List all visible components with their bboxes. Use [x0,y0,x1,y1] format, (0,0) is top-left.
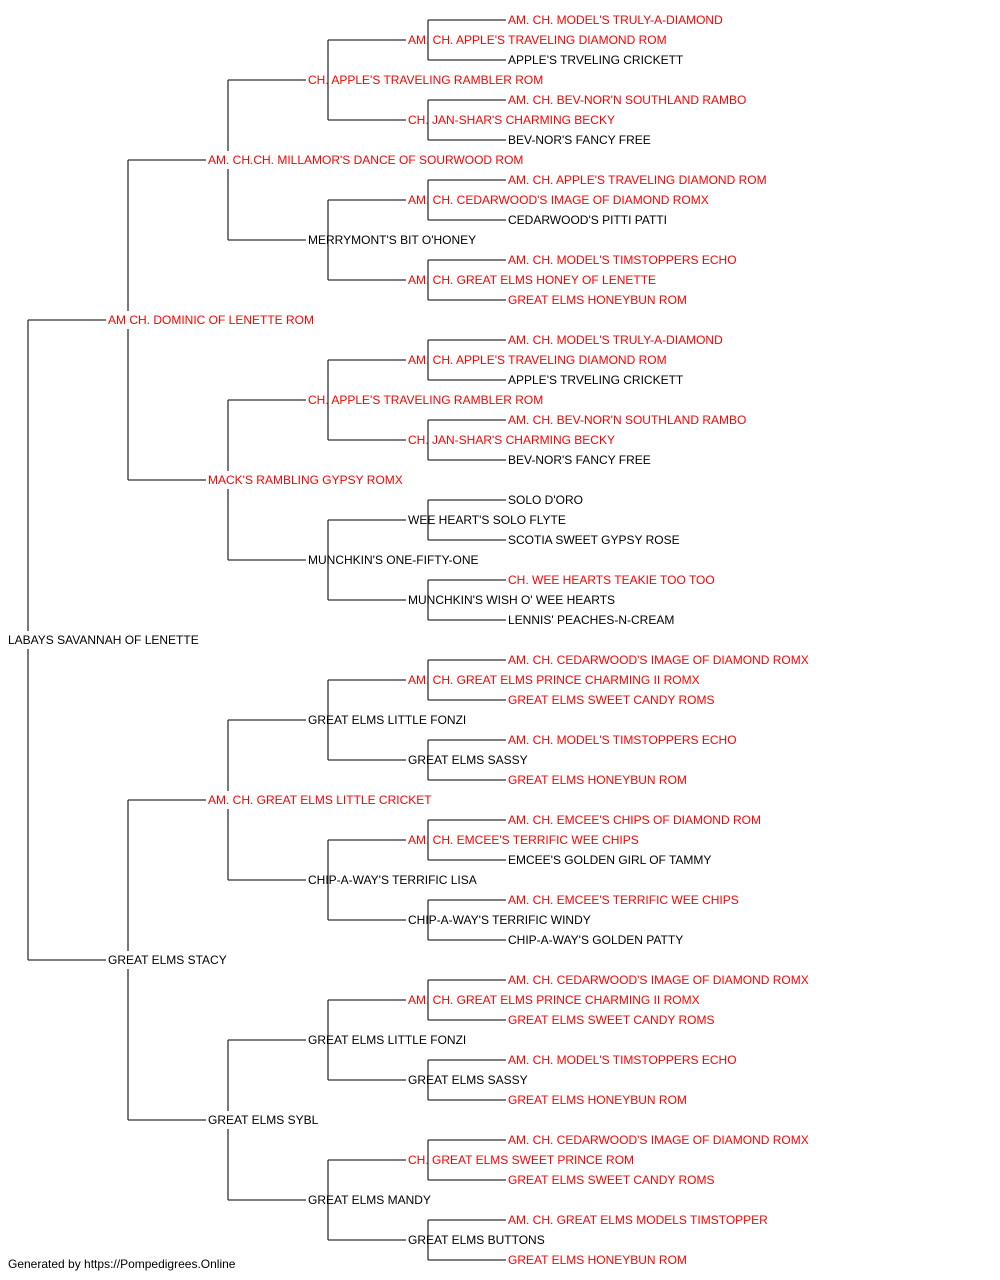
great-great-grandparent-name: AM. CH. GREAT ELMS PRINCE CHARMING II RO… [408,993,700,1007]
undefined-name: BEV-NOR'S FANCY FREE [508,133,651,147]
subject-name: LABAYS SAVANNAH OF LENETTE [8,633,199,647]
great-great-grandparent-name: CHIP-A-WAY'S TERRIFIC WINDY [408,913,591,927]
undefined-name: AM. CH. MODEL'S TRULY-A-DIAMOND [508,333,723,347]
footer-credit: Generated by https://Pompedigrees.Online [8,1257,236,1271]
undefined-name: EMCEE'S GOLDEN GIRL OF TAMMY [508,853,711,867]
great-great-grandparent-name: AM. CH. EMCEE'S TERRIFIC WEE CHIPS [408,833,639,847]
parent-name: AM CH. DOMINIC OF LENETTE ROM [108,313,314,327]
great-great-grandparent-name: WEE HEART'S SOLO FLYTE [408,513,566,527]
undefined-name: BEV-NOR'S FANCY FREE [508,453,651,467]
undefined-name: AM. CH. CEDARWOOD'S IMAGE OF DIAMOND ROM… [508,973,809,987]
undefined-name: GREAT ELMS HONEYBUN ROM [508,1253,687,1267]
great-great-grandparent-name: CH. JAN-SHAR'S CHARMING BECKY [408,113,615,127]
great-great-grandparent-name: MUNCHKIN'S WISH O' WEE HEARTS [408,593,615,607]
great-great-grandparent-name: AM. CH. GREAT ELMS HONEY OF LENETTE [408,273,656,287]
undefined-name: APPLE'S TRVELING CRICKETT [508,53,684,67]
undefined-name: APPLE'S TRVELING CRICKETT [508,373,684,387]
undefined-name: CEDARWOOD'S PITTI PATTI [508,213,667,227]
great-great-grandparent-name: CH. JAN-SHAR'S CHARMING BECKY [408,433,615,447]
undefined-name: AM. CH. MODEL'S TRULY-A-DIAMOND [508,13,723,27]
grandparent-name: AM. CH. GREAT ELMS LITTLE CRICKET [208,793,432,807]
undefined-name: AM. CH. EMCEE'S TERRIFIC WEE CHIPS [508,893,739,907]
great-great-grandparent-name: AM. CH. GREAT ELMS PRINCE CHARMING II RO… [408,673,700,687]
undefined-name: AM. CH. MODEL'S TIMSTOPPERS ECHO [508,253,737,267]
undefined-name: AM. CH. BEV-NOR'N SOUTHLAND RAMBO [508,413,746,427]
undefined-name: AM. CH. APPLE'S TRAVELING DIAMOND ROM [508,173,767,187]
great-grandparent-name: CH. APPLE'S TRAVELING RAMBLER ROM [308,73,543,87]
undefined-name: AM. CH. BEV-NOR'N SOUTHLAND RAMBO [508,93,746,107]
grandparent-name: GREAT ELMS SYBL [208,1113,319,1127]
great-grandparent-name: GREAT ELMS LITTLE FONZI [308,713,466,727]
great-great-grandparent-name: GREAT ELMS SASSY [408,1073,528,1087]
great-grandparent-name: CHIP-A-WAY'S TERRIFIC LISA [308,873,477,887]
undefined-name: GREAT ELMS HONEYBUN ROM [508,293,687,307]
pedigree-labels: LABAYS SAVANNAH OF LENETTE AM CH. DOMINIC… [8,13,809,1267]
undefined-name: SCOTIA SWEET GYPSY ROSE [508,533,680,547]
undefined-name: LENNIS' PEACHES-N-CREAM [508,613,674,627]
undefined-name: GREAT ELMS SWEET CANDY ROMS [508,1013,714,1027]
undefined-name: CHIP-A-WAY'S GOLDEN PATTY [508,933,683,947]
great-great-grandparent-name: CH. GREAT ELMS SWEET PRINCE ROM [408,1153,634,1167]
undefined-name: CH. WEE HEARTS TEAKIE TOO TOO [508,573,715,587]
parent-name: GREAT ELMS STACY [108,953,227,967]
great-grandparent-name: CH. APPLE'S TRAVELING RAMBLER ROM [308,393,543,407]
great-grandparent-name: GREAT ELMS MANDY [308,1193,431,1207]
great-grandparent-name: MERRYMONT'S BIT O'HONEY [308,233,476,247]
great-great-grandparent-name: GREAT ELMS BUTTONS [408,1233,545,1247]
undefined-name: AM. CH. CEDARWOOD'S IMAGE OF DIAMOND ROM… [508,1133,809,1147]
undefined-name: AM. CH. GREAT ELMS MODELS TIMSTOPPER [508,1213,768,1227]
grandparent-name: AM. CH.CH. MILLAMOR'S DANCE OF SOURWOOD … [208,153,523,167]
pedigree-connectors [27,19,506,1261]
undefined-name: AM. CH. MODEL'S TIMSTOPPERS ECHO [508,733,737,747]
grandparent-name: MACK'S RAMBLING GYPSY ROMX [208,473,403,487]
undefined-name: AM. CH. CEDARWOOD'S IMAGE OF DIAMOND ROM… [508,653,809,667]
great-great-grandparent-name: AM. CH. APPLE'S TRAVELING DIAMOND ROM [408,353,667,367]
undefined-name: GREAT ELMS HONEYBUN ROM [508,773,687,787]
undefined-name: AM. CH. MODEL'S TIMSTOPPERS ECHO [508,1053,737,1067]
great-great-grandparent-name: AM. CH. CEDARWOOD'S IMAGE OF DIAMOND ROM… [408,193,709,207]
undefined-name: GREAT ELMS SWEET CANDY ROMS [508,1173,714,1187]
great-great-grandparent-name: GREAT ELMS SASSY [408,753,528,767]
undefined-name: GREAT ELMS SWEET CANDY ROMS [508,693,714,707]
great-grandparent-name: GREAT ELMS LITTLE FONZI [308,1033,466,1047]
great-great-grandparent-name: AM. CH. APPLE'S TRAVELING DIAMOND ROM [408,33,667,47]
great-grandparent-name: MUNCHKIN'S ONE-FIFTY-ONE [308,553,479,567]
undefined-name: GREAT ELMS HONEYBUN ROM [508,1093,687,1107]
undefined-name: SOLO D'ORO [508,493,583,507]
undefined-name: AM. CH. EMCEE'S CHIPS OF DIAMOND ROM [508,813,761,827]
